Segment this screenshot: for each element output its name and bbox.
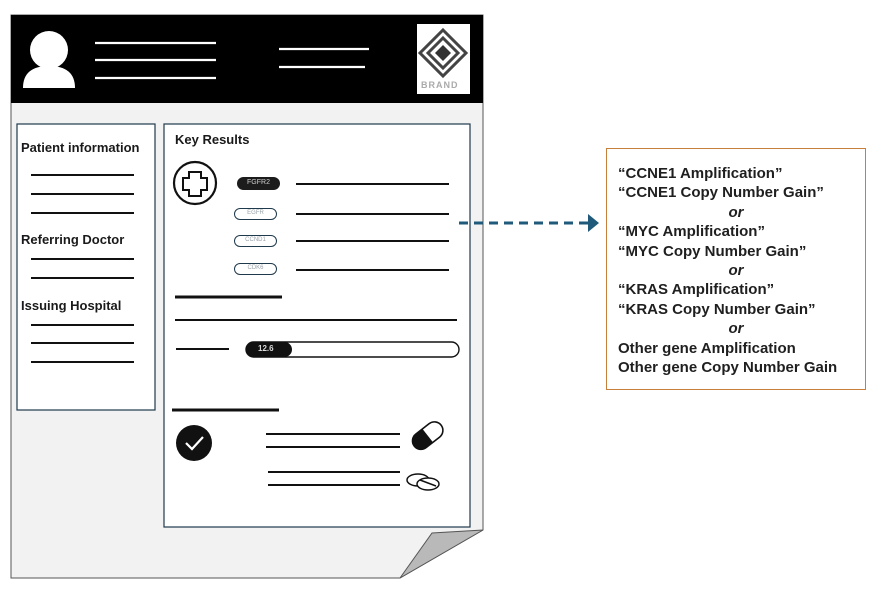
progress-fill (246, 342, 292, 357)
gene-pill: CDK6 (234, 263, 277, 275)
info-panel-lines (31, 174, 134, 363)
person-icon (23, 31, 75, 88)
check-circle-icon (176, 425, 212, 461)
result-lines (172, 183, 457, 486)
callout-or: or (728, 262, 744, 279)
gene-pill: FGFR2 (237, 177, 280, 190)
medical-cross-icon (172, 160, 218, 206)
callout-box: “CCNE1 Amplification” “CCNE1 Copy Number… (606, 148, 866, 390)
callout-line: Other gene Amplification (618, 340, 796, 357)
brand-logo (417, 24, 470, 94)
patient-info-label: Patient information (21, 140, 140, 155)
arrow-head (588, 214, 599, 232)
callout-line: “CCNE1 Copy Number Gain” (618, 184, 824, 201)
callout-line: Other gene Copy Number Gain (618, 359, 838, 376)
callout-line: “CCNE1 Amplification” (618, 165, 783, 182)
brand-text: BRAND (421, 80, 459, 90)
gene-pill: CCND1 (234, 235, 277, 247)
results-panel (163, 123, 471, 528)
info-panel (16, 123, 156, 411)
callout-line: “MYC Amplification” (618, 223, 765, 240)
callout-line: “KRAS Copy Number Gain” (618, 301, 816, 318)
key-results-title: Key Results (175, 132, 250, 147)
callout-line: “MYC Copy Number Gain” (618, 243, 807, 260)
gene-pill: EGFR (234, 208, 277, 220)
callout-or: or (728, 320, 744, 337)
callout-line: “KRAS Amplification” (618, 281, 775, 298)
document-header (11, 15, 483, 103)
pills-icon (406, 473, 440, 491)
folded-corner (399, 529, 484, 579)
capsule-icon (411, 421, 444, 451)
progress-value: 12.6 (258, 344, 274, 353)
referring-doctor-label: Referring Doctor (21, 232, 125, 247)
issuing-hospital-label: Issuing Hospital (21, 298, 122, 313)
callout-or: or (728, 204, 744, 221)
header-text-lines (95, 41, 369, 80)
